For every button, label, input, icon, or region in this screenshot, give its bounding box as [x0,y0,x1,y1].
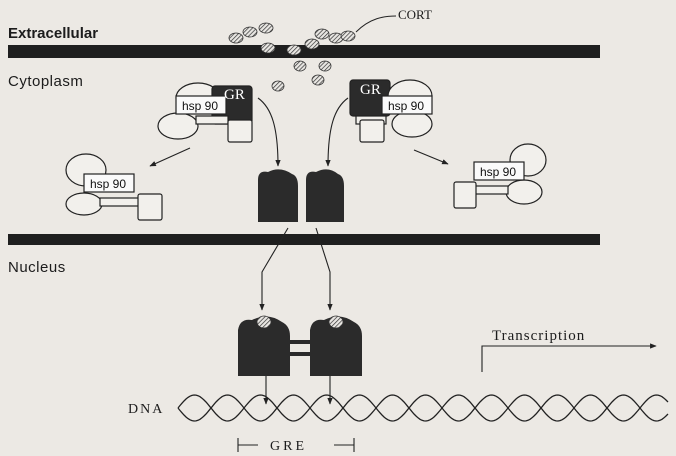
cort-molecule [272,81,284,91]
hsp90-label-right: hsp 90 [388,99,424,113]
cort-molecule [312,75,324,85]
dna-label: DNA [128,402,164,417]
extracellular-label: Extracellular [8,25,98,42]
transcription-label: Transcription [492,328,585,344]
cort-molecule [261,43,275,53]
cort-molecule [341,31,355,41]
transcription-arrow [482,346,656,372]
cort-molecule [229,33,243,43]
hsp90-label-left: hsp 90 [182,99,218,113]
cort-molecule [243,27,257,37]
cort-label: CORT [398,7,432,22]
gr-label-left: GR [224,87,245,103]
dna-double-helix [178,395,668,421]
cort-bind-arrow-left [258,98,278,166]
cell-membrane [8,45,600,58]
gr-label-right: GR [360,82,381,98]
hsp90-label-free-right: hsp 90 [480,165,516,179]
release-arrow-left [150,148,190,166]
cytoplasm-label: Cytoplasm [8,73,83,90]
cort-molecule [294,61,306,71]
nucleus-label: Nucleus [8,259,66,276]
cort-molecule [259,23,273,33]
cort-bind-arrow-right [328,98,348,166]
activated-gr-cytoplasm [258,169,344,222]
nuclear-membrane [8,234,600,245]
hsp90-label-free-left: hsp 90 [90,177,126,191]
cort-molecule [315,29,329,39]
release-arrow-right [414,150,448,164]
cort-molecule [319,61,331,71]
cort-leader-line [356,16,396,32]
gre-label: GRE [270,439,307,454]
cort-molecule [305,39,319,49]
gr-dimer-nucleus [238,316,362,376]
cort-molecule [287,45,301,55]
